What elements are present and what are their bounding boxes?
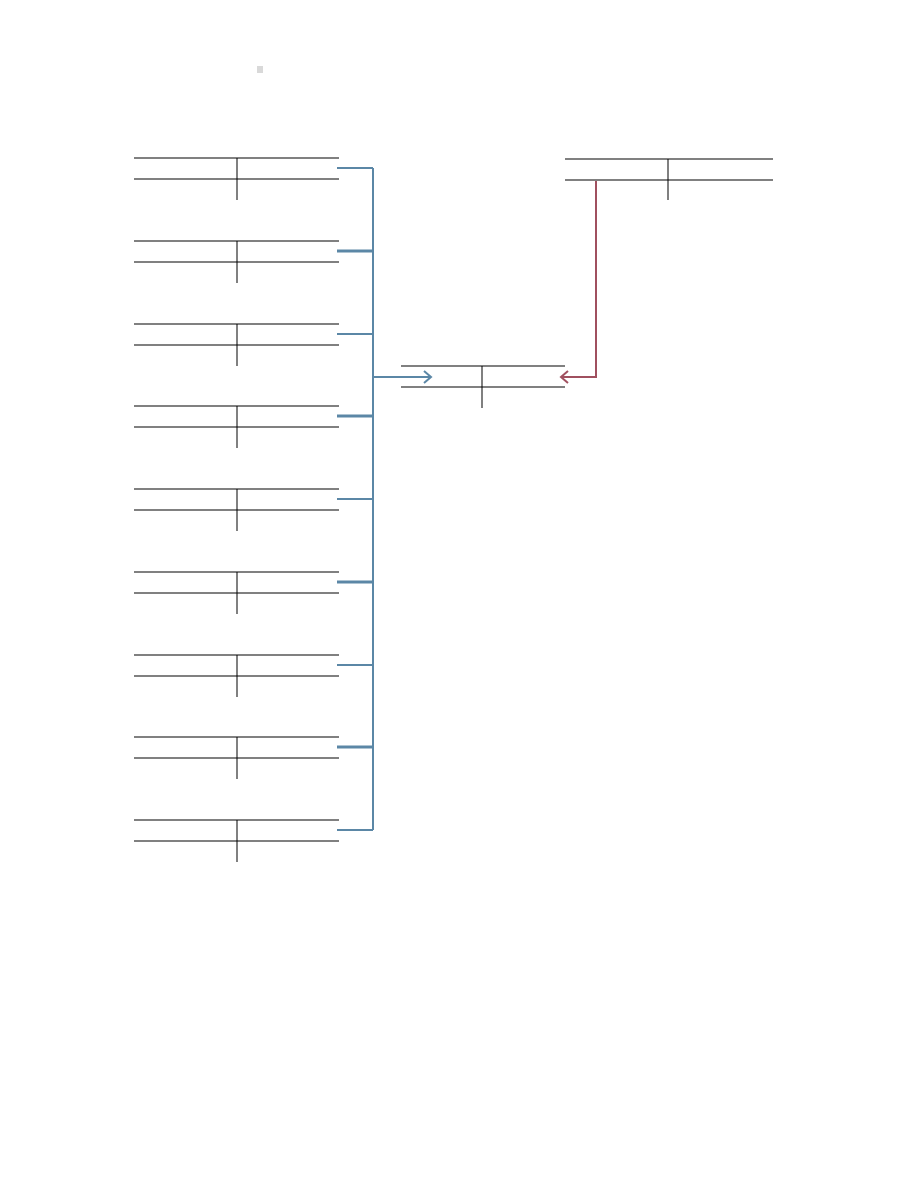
left-t-account-9 (134, 819, 339, 862)
bullet-marker (257, 66, 263, 73)
left-t-account-7 (134, 654, 339, 697)
left-connector-bracket (337, 167, 433, 831)
right-connector-line (559, 181, 597, 384)
arrow-right-icon (423, 370, 433, 384)
center-t-account (401, 365, 565, 408)
left-t-account-3 (134, 323, 339, 366)
arrow-left-icon (559, 370, 569, 384)
left-t-account-2 (134, 240, 339, 283)
left-accounts-group (134, 157, 339, 862)
left-t-account-1 (134, 157, 339, 200)
right-connector-path (562, 181, 597, 378)
left-t-account-8 (134, 736, 339, 779)
right-t-account-body (565, 158, 773, 200)
left-t-account-6 (134, 571, 339, 614)
left-t-account-4 (134, 405, 339, 448)
center-t-account-body (401, 365, 565, 408)
right-t-account (565, 158, 773, 200)
left-t-account-5 (134, 488, 339, 531)
